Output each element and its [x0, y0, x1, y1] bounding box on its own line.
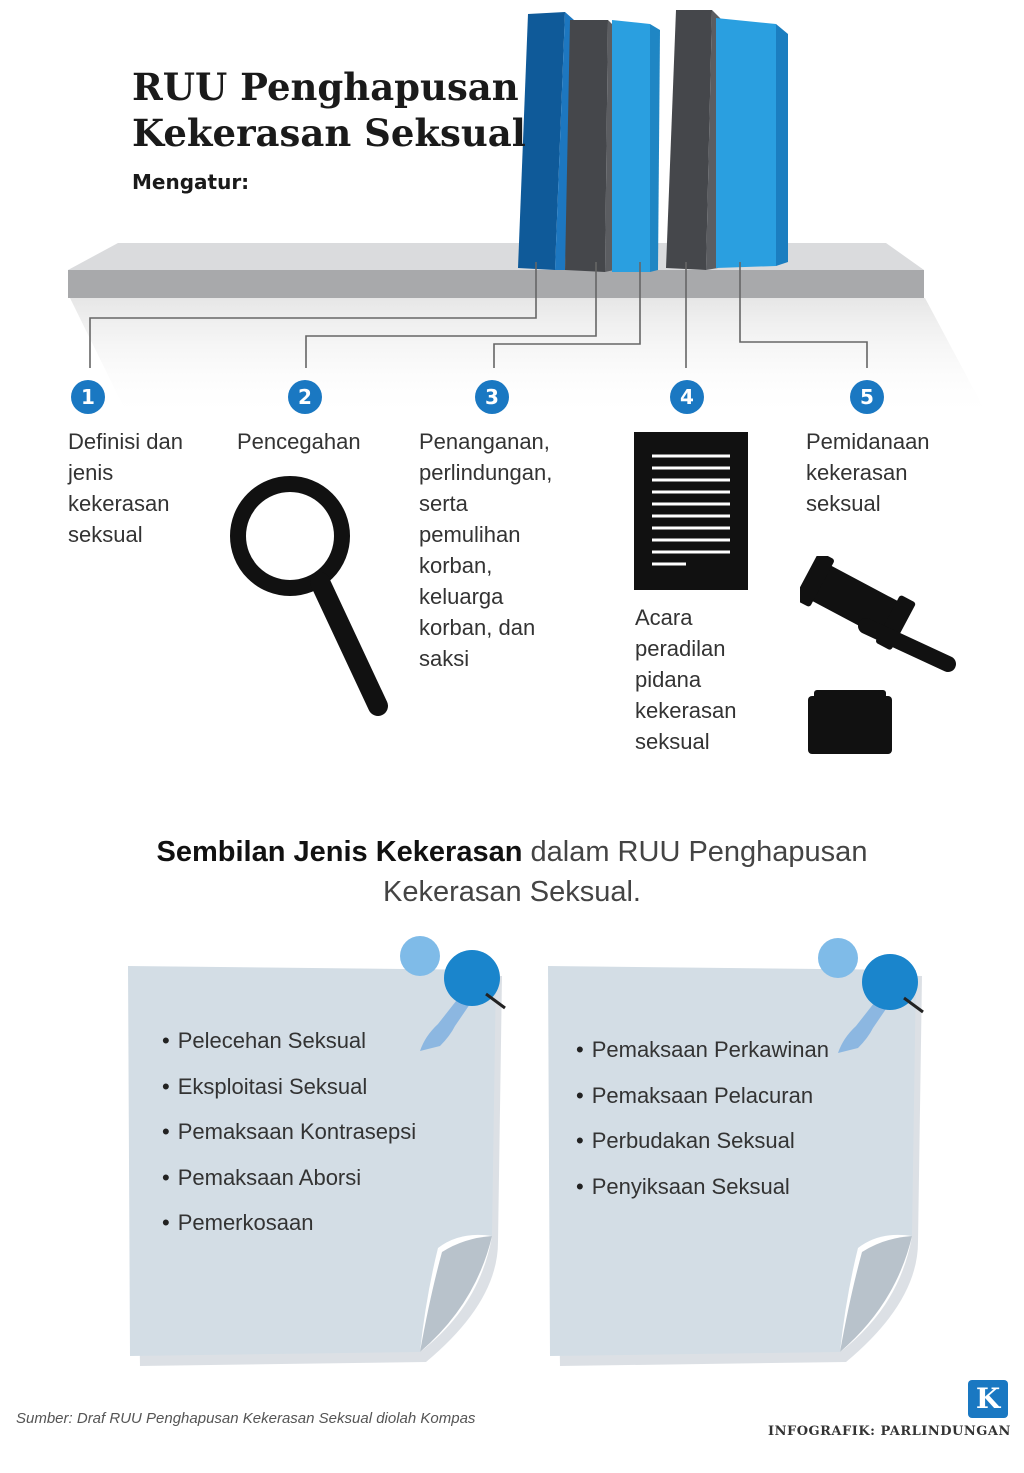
page-title: RUU Penghapusan Kekerasan Seksual — [132, 65, 526, 155]
item-text-3: Penanganan, perlindungan, serta pemuliha… — [419, 429, 553, 671]
item-text-1: Definisi dan jenis kekerasan seksual — [68, 429, 183, 547]
document-icon — [634, 432, 748, 590]
gavel-icon — [800, 556, 956, 754]
book-2 — [565, 20, 616, 272]
list-item: Eksploitasi Seksual — [162, 1072, 416, 1118]
list-item: Pemaksaan Kontrasepsi — [162, 1117, 416, 1163]
note-list-left: Pelecehan Seksual Eksploitasi Seksual Pe… — [162, 1026, 416, 1254]
list-item: Penyiksaan Seksual — [576, 1172, 829, 1218]
infographic-credit: INFOGRAFIK: PARLINDUNGAN — [768, 1424, 1011, 1439]
item-number-3: 3 — [475, 380, 509, 414]
book-4 — [666, 10, 724, 270]
item-number-5: 5 — [850, 380, 884, 414]
pushpin-icon — [400, 936, 506, 1051]
section-heading: Sembilan Jenis Kekerasan dalam RUU Pengh… — [0, 832, 1024, 912]
section-heading-bold: Sembilan Jenis Kekerasan — [156, 836, 523, 868]
note-list-right: Pemaksaan Perkawinan Pemaksaan Pelacuran… — [576, 1035, 829, 1217]
page-subtitle: Mengatur: — [132, 170, 250, 194]
list-item: Pelecehan Seksual — [162, 1026, 416, 1072]
bookshelf-illustration — [68, 10, 990, 420]
item-number-4: 4 — [670, 380, 704, 414]
section-heading-rest: dalam RUU Penghapusan Kekerasan Seksual. — [383, 836, 868, 908]
item-text-4: Acara peradilan pidana kekerasan seksual — [635, 605, 737, 754]
book-5 — [716, 18, 788, 268]
magnifying-glass-icon — [230, 476, 388, 716]
list-item: Pemaksaan Perkawinan — [576, 1035, 829, 1081]
item-text-2: Pencegahan — [237, 429, 361, 454]
item-text-5: Pemidanaan kekerasan seksual — [806, 429, 930, 516]
kompas-logo: K — [968, 1380, 1008, 1418]
book-3 — [612, 20, 660, 272]
pushpin-icon — [818, 938, 924, 1053]
source-text: Sumber: Draf RUU Penghapusan Kekerasan S… — [16, 1410, 476, 1427]
list-item: Pemerkosaan — [162, 1208, 416, 1254]
book-1 — [518, 12, 574, 270]
list-item: Pemaksaan Aborsi — [162, 1163, 416, 1209]
item-number-1: 1 — [71, 380, 105, 414]
list-item: Perbudakan Seksual — [576, 1126, 829, 1172]
list-item: Pemaksaan Pelacuran — [576, 1081, 829, 1127]
item-number-2: 2 — [288, 380, 322, 414]
